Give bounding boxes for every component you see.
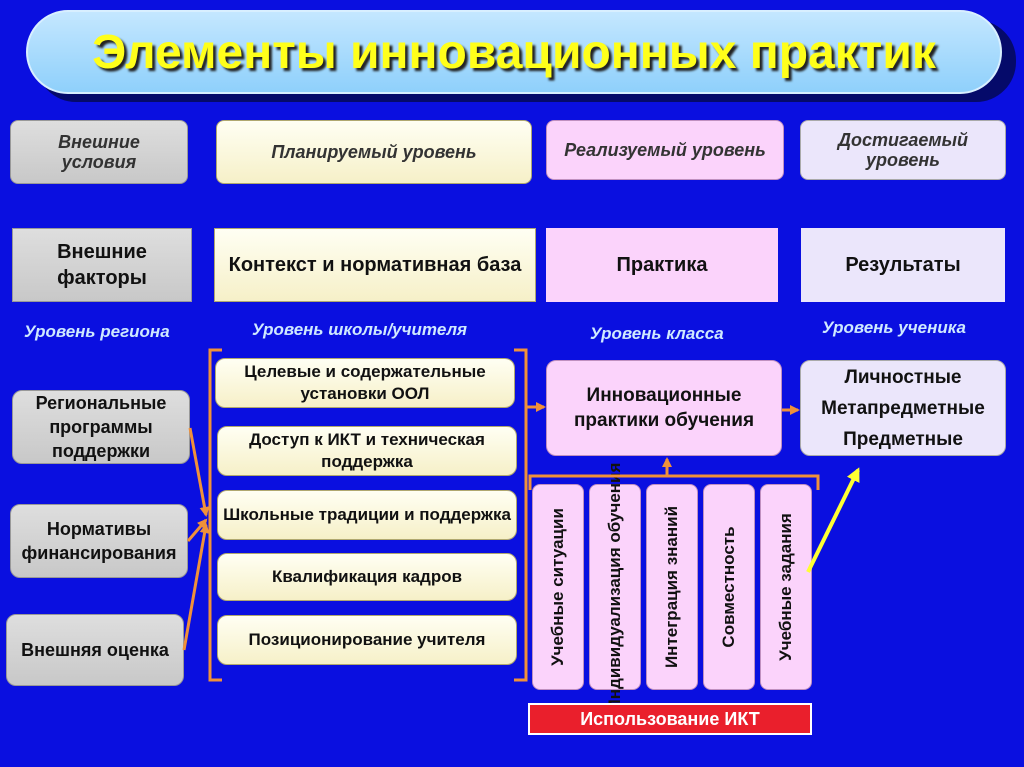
class-column: Интеграция знаний (646, 484, 698, 690)
school-item: Квалификация кадров (217, 553, 517, 601)
school-item: Школьные традиции и поддержка (217, 490, 517, 540)
title-banner (26, 10, 1002, 94)
block-practice: Практика (546, 228, 778, 302)
level-school: Уровень школы/учителя (252, 320, 468, 339)
outcome-subject: Предметные (843, 428, 963, 450)
level-class: Уровень класса (590, 324, 724, 343)
school-bracket-right (514, 348, 528, 682)
block-external-factors: Внешние факторы (12, 228, 192, 302)
arrow-tasks-to-outcomes (806, 467, 860, 573)
header-external-conditions: Внешние условия (10, 120, 188, 184)
page-title: Элементы инновационных практик (92, 25, 936, 79)
outcomes-box: Личностные Метапредметные Предметные (800, 360, 1006, 456)
level-student: Уровень ученика (822, 318, 966, 337)
arrow-region-3 (182, 523, 210, 651)
school-bracket (208, 348, 222, 682)
level-region: Уровень региона (24, 322, 170, 341)
school-item: Позиционирование учителя (217, 615, 517, 665)
outcome-personal: Личностные (844, 366, 962, 388)
innovation-practices-box: Инновационные практики обучения (546, 360, 782, 456)
outcome-metasubject: Метапредметные (821, 397, 985, 419)
arrow-region-1 (188, 427, 210, 517)
header-realized-level: Реализуемый уровень (546, 120, 784, 180)
class-column: Учебные ситуации (532, 484, 584, 690)
ict-usage-label: Использование ИКТ (528, 703, 812, 735)
class-column: Совместность (703, 484, 755, 690)
region-item: Внешняя оценка (6, 614, 184, 686)
region-item: Нормативы финансирования (10, 504, 188, 578)
block-context: Контекст и нормативная база (214, 228, 536, 302)
school-item: Целевые и содержательные установки ООЛ (215, 358, 515, 408)
class-bracket (528, 474, 820, 490)
class-column: Учебные задания (760, 484, 812, 690)
class-column: Индивидуализация обучения (589, 463, 641, 711)
region-item: Региональные программы поддержки (12, 390, 190, 464)
school-item: Доступ к ИКТ и техническая поддержка (217, 426, 517, 476)
header-planned-level: Планируемый уровень (216, 120, 532, 184)
block-results: Результаты (801, 228, 1005, 302)
header-achieved-level: Достигаемый уровень (800, 120, 1006, 180)
